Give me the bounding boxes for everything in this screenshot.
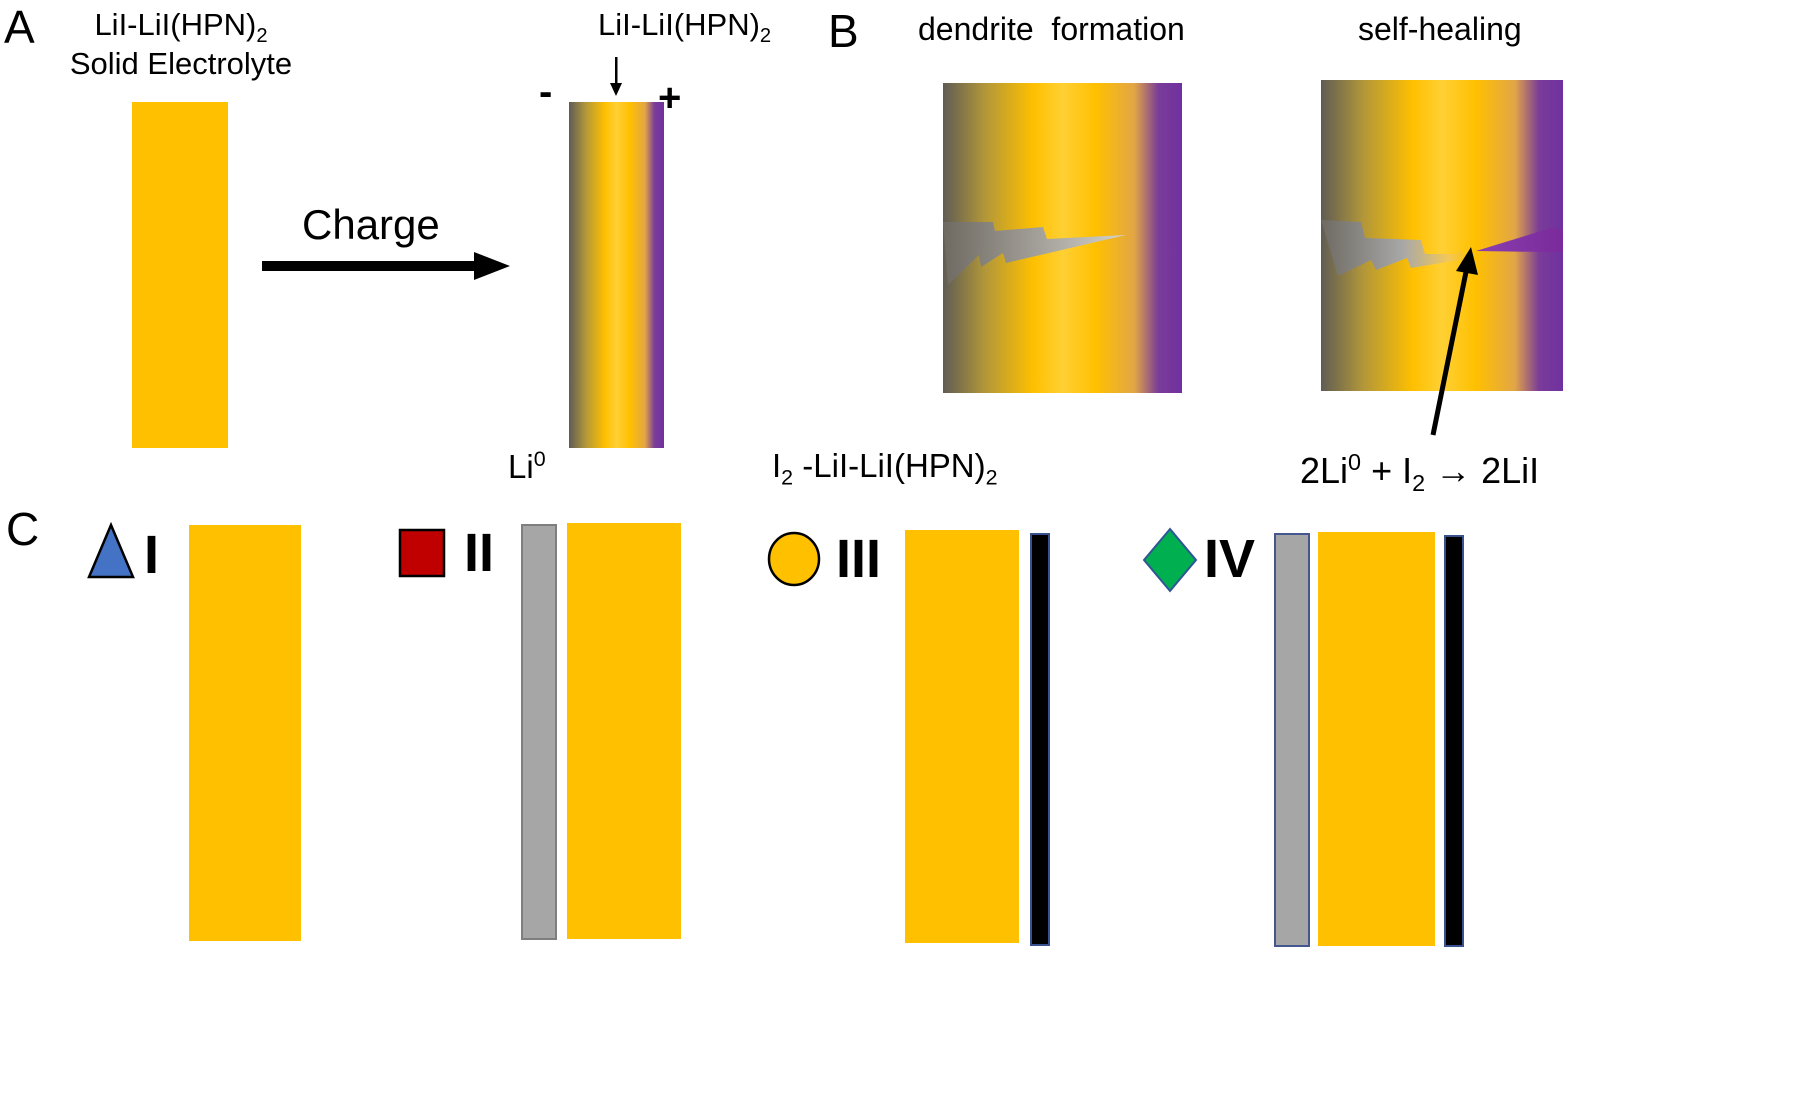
electrolyte-title-line1: LiI-LiI(HPN)2 — [94, 7, 268, 48]
config-iii-electrolyte — [905, 530, 1019, 943]
electrolyte-title-line2: Solid Electrolyte — [69, 46, 293, 82]
config-iv-current-collector — [1444, 535, 1464, 947]
dendrite-formation-title: dendrite formation — [918, 11, 1185, 47]
dendrite-icon — [943, 222, 1126, 285]
circle-icon — [767, 531, 821, 587]
charged-electrolyte-bar — [569, 102, 664, 448]
config-iv-interlayer — [1274, 533, 1310, 947]
config-iii-current-collector — [1030, 533, 1050, 946]
config-label-i: I — [144, 525, 160, 585]
square-icon — [398, 528, 446, 578]
healing-reaction-equation: 2Li0 + I2 → 2LiI — [1300, 449, 1540, 497]
config-label-ii: II — [464, 523, 495, 583]
config-ii-electrolyte — [567, 523, 681, 939]
cathode-label: I2 -LiI-LiI(HPN)2 — [772, 447, 998, 490]
diamond-icon — [1142, 527, 1198, 593]
healed-dendrite-icon — [1321, 220, 1563, 276]
charged-top-label: LiI-LiI(HPN)2 — [598, 7, 772, 48]
minus-sign: - — [539, 70, 553, 114]
charge-arrow-icon — [262, 252, 510, 280]
pristine-electrolyte-bar — [132, 102, 228, 448]
config-ii-interlayer — [521, 524, 557, 940]
self-healing-title: self-healing — [1358, 11, 1522, 47]
panel-a-letter: A — [4, 1, 35, 53]
down-arrow-icon — [610, 57, 622, 96]
triangle-icon — [87, 522, 135, 579]
panel-b-letter: B — [828, 5, 859, 57]
reaction-pointer-arrow-icon — [1430, 247, 1478, 436]
config-label-iii: III — [836, 529, 882, 589]
config-i-electrolyte — [189, 525, 301, 941]
anode-label: Li0 — [508, 447, 546, 485]
electrolyte-title: LiI-LiI(HPN)2 Solid Electrolyte — [56, 7, 306, 82]
config-label-iv: IV — [1204, 529, 1256, 589]
config-iv-electrolyte — [1318, 532, 1435, 946]
panel-c-letter: C — [6, 503, 40, 555]
charge-label: Charge — [302, 201, 440, 248]
